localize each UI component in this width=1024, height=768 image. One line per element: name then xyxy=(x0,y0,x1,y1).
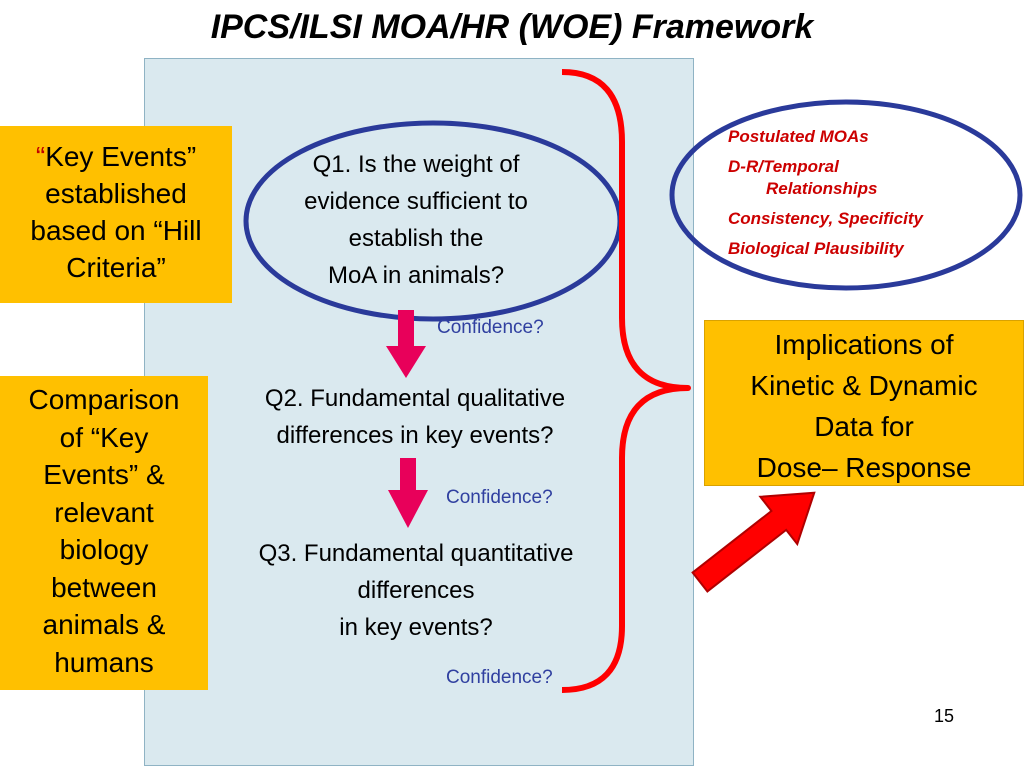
comparison-line-8: humans xyxy=(54,646,154,678)
comparison-line-1: Comparison xyxy=(28,384,180,415)
implications-line-1: Implications of xyxy=(774,329,954,360)
comparison-line-7: animals & xyxy=(42,609,166,640)
key-events-line-1: “Key Events” xyxy=(35,141,197,172)
question-2: Q2. Fundamental qualitative differences … xyxy=(210,380,620,454)
question-1: Q1. Is the weight of evidence sufficient… xyxy=(256,146,576,294)
q2-line-1: Q2. Fundamental qualitative xyxy=(264,385,566,412)
comparison-line-6: between xyxy=(51,571,157,603)
question-3: Q3. Fundamental quantitative differences… xyxy=(206,535,626,646)
curly-brace xyxy=(561,69,691,693)
implications-box: Implications of Kinetic & Dynamic Data f… xyxy=(704,320,1024,486)
q2-line-2: differences in key events? xyxy=(276,422,554,449)
implications-line-4: Dose– Response xyxy=(756,452,972,483)
criteria-plausibility: Biological Plausibility xyxy=(728,239,904,258)
criteria-ellipse xyxy=(669,99,1023,291)
down-arrow-1 xyxy=(386,310,426,378)
page-number: 15 xyxy=(934,706,955,726)
comparison-box: Comparison of “Key Events” & relevant bi… xyxy=(0,376,208,690)
implications-line-2: Kinetic & Dynamic xyxy=(750,370,978,401)
down-arrow-2 xyxy=(388,458,428,528)
confidence-label-2: Confidence? xyxy=(446,487,553,508)
comparison-line-4: relevant xyxy=(54,496,154,528)
open-quote: “ xyxy=(35,141,46,172)
q1-line-1: Q1. Is the weight of xyxy=(312,151,520,178)
q1-line-2: evidence sufficient to xyxy=(304,188,528,215)
slide-title: IPCS/ILSI MOA/HR (WOE) Framework xyxy=(210,8,814,46)
key-events-line-4: Criteria” xyxy=(66,252,166,283)
criteria-consistency: Consistency, Specificity xyxy=(728,209,923,228)
comparison-line-3: Events” & xyxy=(43,459,165,490)
q3-line-1: Q3. Fundamental quantitative xyxy=(258,540,574,567)
criteria-relationships: Relationships xyxy=(766,179,878,198)
key-events-box: “Key Events” established based on “Hill … xyxy=(0,126,232,303)
criteria-list: Postulated MOAs D-R/Temporal Relationshi… xyxy=(728,126,1008,260)
q3-line-2: differences xyxy=(357,577,475,604)
q1-line-4: MoA in animals? xyxy=(327,262,505,289)
comparison-line-2: of “Key xyxy=(59,421,149,453)
diagonal-arrow xyxy=(691,491,816,593)
criteria-dr-temporal: D-R/Temporal xyxy=(728,157,839,176)
confidence-label-1: Confidence? xyxy=(437,317,544,338)
q1-line-3: establish the xyxy=(348,225,484,252)
criteria-postulated-moas: Postulated MOAs xyxy=(728,127,869,146)
implications-line-3: Data for xyxy=(814,411,914,442)
confidence-label-3: Confidence? xyxy=(446,667,553,688)
comparison-line-5: biology xyxy=(59,534,149,565)
key-events-line-3: based on “Hill xyxy=(30,215,202,246)
q3-line-3: in key events? xyxy=(339,614,493,641)
key-events-line-2: established xyxy=(45,178,187,209)
